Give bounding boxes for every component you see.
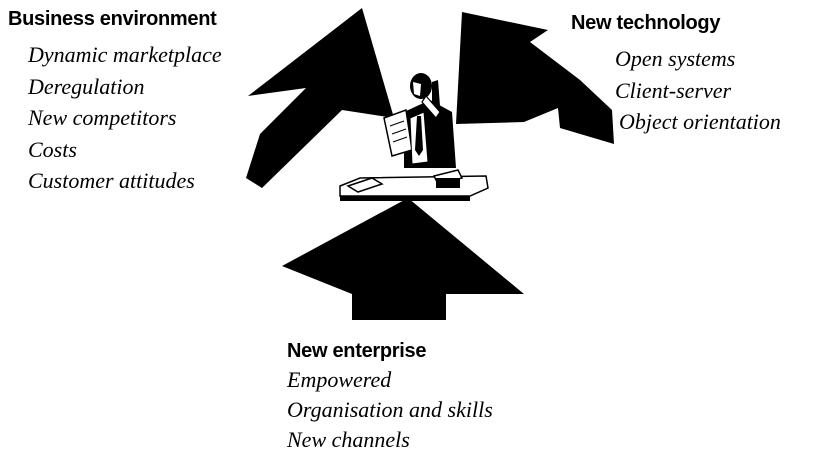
list-item: Organisation and skills: [287, 397, 493, 422]
list-item: Empowered: [287, 367, 392, 392]
new-technology-list: Open systems Client-server Object orient…: [615, 43, 781, 138]
person-at-desk-on-phone-icon: [339, 73, 489, 201]
new-enterprise-group: New enterprise Empowered Organisation an…: [287, 340, 493, 455]
list-item: Customer attitudes: [28, 168, 195, 193]
new-technology-heading: New technology: [571, 12, 721, 34]
list-item: Deregulation: [28, 73, 145, 99]
list-item: Dynamic marketplace: [28, 42, 222, 67]
technology-arrow: [456, 12, 614, 144]
list-item: Object orientation: [619, 109, 781, 134]
list-item: Costs: [28, 136, 77, 162]
list-item: Open systems: [615, 46, 736, 71]
new-technology-group: New technology Open systems Client-serve…: [571, 12, 781, 138]
new-enterprise-heading: New enterprise: [287, 340, 427, 362]
business-environment-list: Dynamic marketplace Deregulation New com…: [28, 39, 222, 197]
enterprise-arrow: [282, 198, 524, 320]
list-item: New competitors: [28, 105, 177, 130]
business-arrow: [246, 8, 394, 188]
list-item: New channels: [287, 427, 410, 452]
new-enterprise-list: Empowered Organisation and skills New ch…: [287, 365, 493, 455]
business-environment-heading: Business environment: [8, 8, 217, 30]
list-item: Client-server: [615, 77, 732, 103]
business-environment-group: Business environment Dynamic marketplace…: [8, 8, 222, 197]
